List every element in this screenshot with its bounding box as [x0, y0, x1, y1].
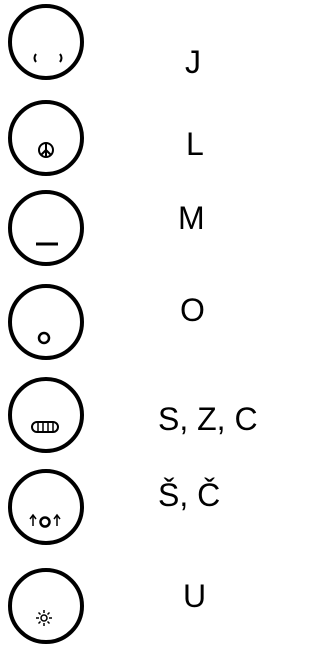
mouth-face-l-icon: [6, 98, 86, 178]
label-s-z-c: S, Z, C: [158, 401, 258, 437]
mouth-face-o-icon: [6, 282, 86, 362]
mouth-face-sh-ch-icon: [6, 467, 86, 547]
mouth-face-j-icon: [6, 2, 86, 82]
row-u: U: [0, 566, 321, 646]
row-m: M: [0, 188, 321, 268]
mouth-face-m-icon: [6, 188, 86, 268]
label-j: J: [185, 44, 201, 80]
label-l: L: [186, 126, 204, 162]
label-m: M: [178, 200, 205, 236]
row-l: L: [0, 98, 321, 178]
mouth-face-u-icon: [6, 566, 86, 646]
row-sh-ch: Š, Č: [0, 467, 321, 547]
label-sh-ch: Š, Č: [158, 477, 221, 513]
row-s-z-c: S, Z, C: [0, 375, 321, 455]
label-o: O: [180, 292, 205, 328]
mouth-face-s-z-c-icon: [6, 375, 86, 455]
row-j: J: [0, 2, 321, 82]
label-u: U: [183, 578, 207, 614]
row-o: O: [0, 282, 321, 362]
